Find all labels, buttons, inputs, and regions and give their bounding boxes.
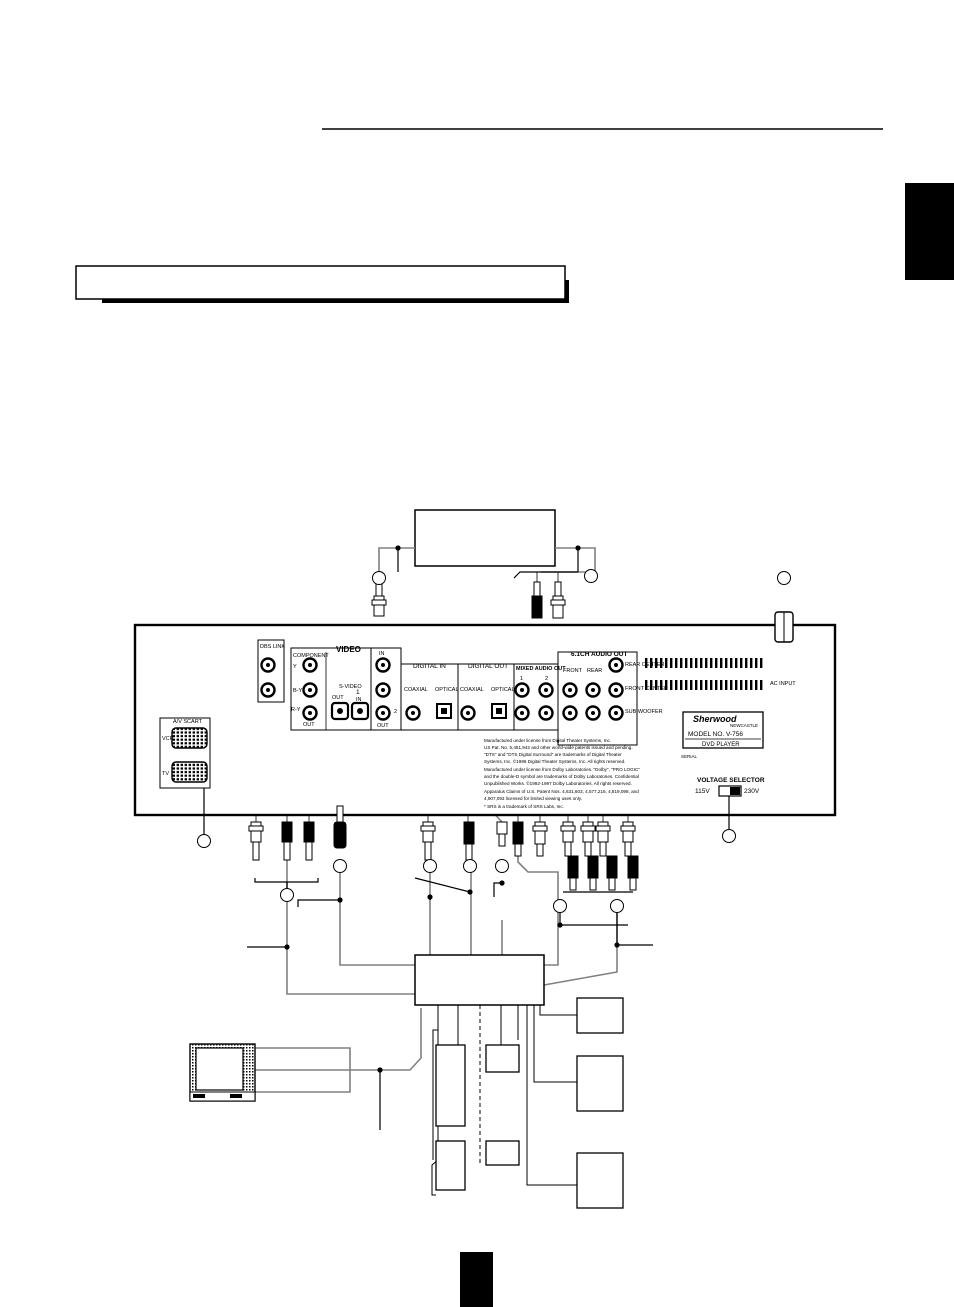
svg-text:"DTS" and "DTS Digital Surroun: "DTS" and "DTS Digital Surround" are tra… <box>484 752 622 757</box>
speaker-right-top <box>576 997 624 1034</box>
section-heading-box <box>75 265 569 303</box>
serial-label: SERIAL <box>681 754 698 759</box>
cable-plugs <box>248 579 639 891</box>
label-svideo-out: OUT <box>332 695 344 701</box>
label-rear-center: REAR CENTER <box>625 662 664 668</box>
model-plate <box>682 711 764 749</box>
label-svideo-in: IN <box>356 697 362 703</box>
label-comp-pr: R-Y <box>291 707 301 713</box>
speaker-right-bottom <box>576 1152 624 1209</box>
dvd-rear-panel <box>133 611 837 817</box>
model-number: MODEL NO. V-756 <box>688 731 743 738</box>
speaker-right-mid <box>576 1055 624 1112</box>
voltage-230: 230V <box>744 788 760 795</box>
label-mixed-1: 1 <box>520 676 523 682</box>
callout-circles <box>197 569 791 913</box>
label-rear: REAR <box>587 668 602 674</box>
label-video-num: 2 <box>394 709 397 715</box>
voltage-115: 115V <box>695 788 710 795</box>
vent-grille <box>645 658 765 668</box>
brand-sub: NEWCASTLE <box>730 723 758 728</box>
label-subwoofer: SUB WOOFER <box>625 709 663 715</box>
brand-logo: Sherwood <box>693 714 737 724</box>
label-video-in: IN <box>379 651 385 657</box>
vent-grille <box>645 680 765 690</box>
audio-component-top <box>414 509 556 567</box>
label-scart-tv: TV <box>162 771 169 777</box>
speaker-front-left-lower <box>435 1140 466 1191</box>
speaker-rear-center-bottom <box>485 1140 520 1166</box>
svg-text:Manufactured under license fro: Manufactured under license from Dolby La… <box>484 767 640 772</box>
label-digital-in: DIGITAL IN <box>413 663 446 670</box>
receiver-box <box>414 954 545 1006</box>
panel-labels: VIDEO DIGITAL IN DIGITAL OUT MIXED AUDIO… <box>162 644 796 795</box>
label-video: VIDEO <box>336 645 361 654</box>
label-coaxial-in: COAXIAL <box>404 687 428 693</box>
speakers <box>435 997 624 1209</box>
svg-text:4,907,093 licensed for limited: 4,907,093 licensed for limited viewing u… <box>484 796 582 801</box>
svg-text:Apparatus Claims of U.S. Paten: Apparatus Claims of U.S. Patent Nos. 4,6… <box>484 789 639 794</box>
scart-vcr-connector[interactable] <box>171 727 208 749</box>
svg-text:and the double-D symbol are tr: and the double-D symbol are trademarks o… <box>484 774 639 779</box>
svg-text:Unpublished Works. ©1992-1997: Unpublished Works. ©1992-1997 Dolby Labo… <box>484 780 632 786</box>
label-ac-input: AC INPUT <box>770 681 796 687</box>
scart-tv-connector[interactable] <box>171 761 208 783</box>
label-component: COMPONENT <box>293 653 329 659</box>
label-video-out: OUT <box>377 723 389 729</box>
label-mixed-2: 2 <box>545 676 548 682</box>
label-coaxial-out: COAXIAL <box>460 687 484 693</box>
speaker-front-left <box>435 1044 466 1127</box>
svg-text:US Pat. No. 5,451,942 and othe: US Pat. No. 5,451,942 and other world-wi… <box>484 745 633 750</box>
label-optical-in: OPTICAL <box>435 687 459 693</box>
speaker-wires <box>431 1005 577 1196</box>
tv-set <box>189 1043 256 1102</box>
label-scart-vcr: VCR <box>162 736 174 742</box>
label-digital-out: DIGITAL OUT <box>468 663 508 670</box>
label-optical-out: OPTICAL <box>491 687 515 693</box>
leader-lines <box>203 548 730 1130</box>
svg-text:Systems, Inc. ©1996 Digital Th: Systems, Inc. ©1996 Digital Theater Syst… <box>484 758 625 764</box>
label-av-scart: A/V SCART <box>173 719 203 725</box>
label-front-center: FRONT CENTER <box>625 686 668 692</box>
label-dbs-link: DBS LINK <box>260 644 285 650</box>
label-svideo-num: 1 <box>356 689 360 696</box>
voltage-selector-label: VOLTAGE SELECTOR <box>697 777 765 784</box>
label-6ch-audio-out: 6.1CH AUDIO OUT <box>571 651 627 658</box>
junction-dots <box>284 545 620 1073</box>
product-name: DVD PLAYER <box>702 742 740 748</box>
label-comp-pb: B-Y <box>293 688 303 694</box>
language-tab <box>905 183 954 280</box>
label-comp-out: OUT <box>303 722 315 728</box>
svg-text:Manufactured under license fro: Manufactured under license from Digital … <box>484 738 611 743</box>
label-mixed-audio-out: MIXED AUDIO OUT <box>516 666 566 672</box>
speaker-rear-center-top <box>485 1044 520 1073</box>
label-svideo: S-VIDEO <box>339 684 362 690</box>
label-front: FRONT <box>563 668 583 674</box>
page-number-box <box>460 1252 493 1307</box>
svg-text:* SRS is a trademark of SRS La: * SRS is a trademark of SRS Labs, Inc. <box>484 804 564 809</box>
license-text: Manufactured under license from Digital … <box>484 738 640 809</box>
label-comp-y: Y <box>293 664 297 670</box>
